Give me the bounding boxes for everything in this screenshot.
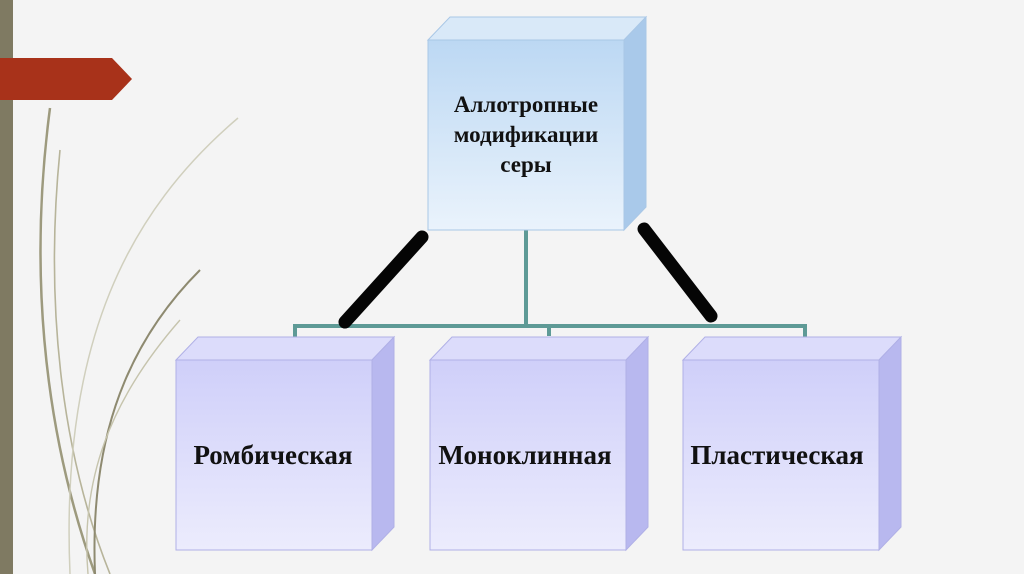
- root-label: Аллотропные модификации серы: [428, 40, 624, 230]
- child-label-plastic: Пластическая: [664, 360, 890, 550]
- child-label-monoclinic: Моноклинная: [412, 360, 638, 550]
- child-label-rhombic: Ромбическая: [160, 360, 386, 550]
